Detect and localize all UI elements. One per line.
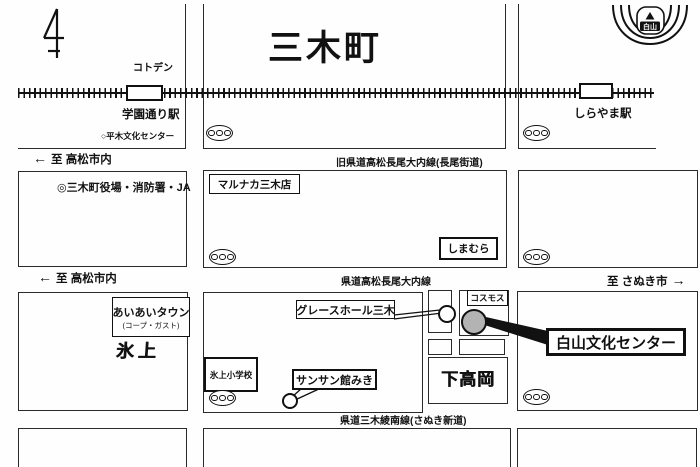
traffic-signal-icon (523, 125, 550, 141)
hiraki-bunka-center-label: ○平木文化センター (101, 131, 175, 141)
direction-label: 至 高松市内 (56, 273, 117, 285)
station-label-shirayama: しらやま駅 (574, 108, 632, 120)
peak-triangle-icon (645, 12, 655, 20)
town-office-label: ◎三木町役場・消防署・JA (57, 182, 191, 194)
road-line (18, 148, 186, 150)
sunsun-kan-label: サンサン館みき (296, 374, 373, 387)
mountain-icon: 白山 (612, 4, 688, 45)
road-line (505, 4, 507, 148)
signal-lamp (227, 253, 234, 261)
grace-hall-marker (438, 305, 456, 323)
city-block-shimotakaoka (428, 357, 508, 404)
signal-lamp (541, 129, 548, 137)
right-arrow-icon: → (671, 272, 686, 288)
shimamura-label: しまむら (447, 243, 490, 255)
road-line (518, 4, 520, 148)
railway-line (18, 88, 654, 98)
road-label-prefectural: 県道高松長尾大内線 (341, 277, 431, 288)
city-block (203, 170, 507, 268)
aiai-town-label: あいあいタウン (112, 306, 190, 319)
grace-hall-box: グレースホール三木 (296, 300, 395, 319)
left-arrow-icon: ← (33, 150, 47, 166)
city-block (18, 292, 188, 411)
hikami-elementary-box: 氷上小学校 (204, 357, 258, 392)
direction-to-takamatsu-lower: ← 至 高松市内 (38, 269, 117, 286)
signal-lamp (219, 394, 226, 402)
signal-lamp (525, 253, 532, 261)
city-block (203, 292, 423, 413)
signal-lamp (227, 394, 234, 402)
signal-lamp (533, 129, 540, 137)
railway-bar (18, 92, 654, 94)
road-label-ayanan: 県道三木綾南線(さぬき新道) (340, 416, 467, 427)
direction-to-takamatsu-upper: ← 至 高松市内 (33, 150, 112, 167)
page-title: 三木町 (268, 29, 383, 68)
left-arrow-icon: ← (38, 269, 52, 285)
road-line (203, 148, 506, 150)
road-line (518, 148, 656, 150)
direction-label: 至 高松市内 (51, 154, 112, 166)
city-block (517, 291, 698, 411)
signal-lamp (224, 129, 231, 137)
hikami-area-label: 氷上 (115, 341, 161, 361)
railway-name-label: コトデン (133, 63, 173, 74)
road-line (203, 4, 205, 148)
destination-box: 白山文化センター (546, 328, 686, 356)
aiai-town-sublabel: (コープ・ガスト) (122, 320, 180, 330)
shimamura-box: しまむら (439, 237, 498, 260)
city-block (517, 428, 697, 467)
road-line (185, 4, 187, 148)
station-box-gakuendori (126, 85, 163, 101)
direction-label: 至 さぬき市 (607, 276, 668, 288)
traffic-signal-icon (209, 390, 236, 406)
signal-lamp (211, 253, 218, 261)
sunsun-kan-box: サンサン館みき (292, 369, 377, 390)
hikami-elementary-label: 氷上小学校 (209, 369, 253, 380)
signal-lamp (208, 129, 215, 137)
signal-lamp (525, 129, 532, 137)
traffic-signal-icon (523, 389, 550, 405)
direction-to-sanuki: 至 さぬき市→ (607, 272, 685, 289)
shimotakaoka-area-label: 下高岡 (441, 370, 495, 389)
marunaka-box: マルナカ三木店 (209, 174, 300, 194)
city-block (18, 171, 187, 267)
station-label-gakuendori: 学園通り駅 (122, 109, 180, 121)
signal-lamp (525, 393, 532, 401)
signal-lamp (533, 393, 540, 401)
signal-lamp (541, 253, 548, 261)
traffic-signal-icon (206, 125, 233, 141)
cosmos-label: コスモス (470, 293, 505, 303)
traffic-signal-icon (523, 249, 550, 265)
destination-arrow (475, 315, 548, 345)
city-block (18, 428, 187, 467)
grace-hall-leader-line (393, 309, 443, 320)
station-box-shirayama (579, 83, 613, 99)
destination-marker (461, 309, 487, 335)
destination-label: 白山文化センター (555, 334, 676, 352)
signal-lamp (219, 253, 226, 261)
grace-hall-label: グレースホール三木 (296, 304, 395, 317)
traffic-signal-icon (209, 249, 236, 265)
signal-lamp (211, 394, 218, 402)
city-block (518, 170, 698, 268)
signal-lamp (533, 253, 540, 261)
city-block (428, 339, 452, 355)
cosmos-box: コスモス (467, 290, 508, 306)
mountain-label: 白山 (643, 22, 657, 31)
city-block (203, 428, 511, 467)
aiai-town-box: あいあいタウン (コープ・ガスト) (112, 297, 190, 337)
city-block (459, 339, 505, 355)
north-arrow-icon (42, 8, 64, 58)
signal-lamp (216, 129, 223, 137)
marunaka-label: マルナカ三木店 (217, 178, 292, 191)
road-label-old-prefectural: 旧県道高松長尾大内線(長尾街道) (336, 158, 483, 169)
signal-lamp (541, 393, 548, 401)
sunsun-kan-marker (282, 393, 298, 409)
